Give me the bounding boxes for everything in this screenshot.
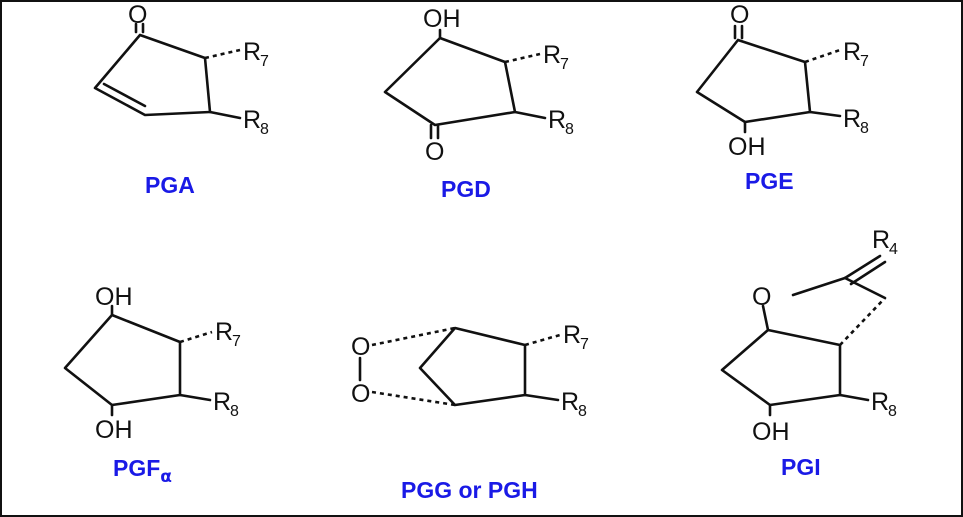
pga-r8-label: R <box>243 106 261 134</box>
pga-r7-label: R <box>243 38 261 66</box>
pge-r7-sub: 7 <box>860 53 869 70</box>
pge-r8-label: R <box>843 105 861 133</box>
pgi-o-bond <box>761 304 770 332</box>
pgi-r8-bond <box>838 393 870 402</box>
structure-pgf-alpha: OH OH R 7 R 8 PGFα <box>63 283 241 487</box>
pgf-oh-bottom-label: OH <box>95 416 133 444</box>
pgg-r7-label: R <box>563 321 581 349</box>
structure-pge: O OH R 7 R 8 PGE <box>695 1 869 194</box>
pgd-r7-label: R <box>543 41 561 69</box>
pge-carbonyl-o: O <box>730 1 749 29</box>
pgi-r4-sub: 4 <box>889 241 898 258</box>
pge-r8-sub: 8 <box>860 120 869 137</box>
pgd-r8-bond <box>513 110 547 120</box>
pga-double-bond <box>102 82 147 108</box>
pgf-r7-sub: 7 <box>232 333 241 350</box>
pgi-r8-sub: 8 <box>888 403 897 420</box>
pgi-o-label: O <box>752 283 771 311</box>
pge-oh-label: OH <box>728 133 766 161</box>
pgd-r7-sub: 7 <box>560 56 569 73</box>
pgi-name: PGI <box>781 454 821 480</box>
pgf-r8-label: R <box>213 388 231 416</box>
pga-carbonyl-o: O <box>128 1 147 29</box>
pgf-name: PGFα <box>113 455 172 487</box>
pgg-r7-bond <box>524 333 561 347</box>
pgg-o-bottom-label: O <box>351 380 370 408</box>
pgg-r7-sub: 7 <box>580 336 589 353</box>
pga-r7-bond <box>204 48 241 60</box>
pgd-carbonyl-o: O <box>425 138 444 166</box>
pge-r7-bond <box>804 48 841 64</box>
pgi-o-c-bond <box>791 276 847 297</box>
pge-r8-bond <box>808 110 842 118</box>
structure-pgi: R 4 O OH R 8 PGI <box>720 226 898 480</box>
pgg-r8-sub: 8 <box>578 403 587 420</box>
pga-r8-sub: 8 <box>260 121 269 138</box>
pgd-r8-sub: 8 <box>565 121 574 138</box>
pgg-r8-bond <box>523 393 560 402</box>
pge-ring <box>695 38 812 124</box>
pgg-o-top-dash <box>371 326 456 347</box>
pgi-ring-dash <box>839 297 886 346</box>
pgd-name: PGD <box>441 176 491 202</box>
pgf-name-sub: α <box>160 467 172 487</box>
pgi-r4-label: R <box>872 226 890 254</box>
pgd-r8-label: R <box>548 106 566 134</box>
pgf-r8-sub: 8 <box>230 403 239 420</box>
structure-pgg-pgh: O O R 7 R 8 PGG or PGH <box>351 321 589 503</box>
pga-r8-bond <box>208 110 242 120</box>
pgg-r8-label: R <box>561 388 579 416</box>
pgg-ring <box>418 326 527 407</box>
pgg-o-bottom-dash <box>371 390 456 407</box>
pgf-oh-top-label: OH <box>95 283 133 311</box>
pga-name: PGA <box>145 172 195 198</box>
pgd-r7-bond <box>504 52 541 64</box>
pgf-r8-bond <box>178 393 212 402</box>
pgi-cyclopentane <box>720 328 842 407</box>
pgd-ring <box>383 36 517 127</box>
pgi-ch2-bond <box>843 276 887 300</box>
structure-pgd: OH O R 7 R 8 PGD <box>383 5 574 202</box>
pgi-r8-label: R <box>871 388 889 416</box>
pga-ring <box>93 33 212 117</box>
pgd-oh-label: OH <box>423 5 461 33</box>
pgg-name: PGG or PGH <box>401 477 538 503</box>
pgi-exocyclic-double-2 <box>849 260 887 286</box>
pgg-o-top-label: O <box>351 333 370 361</box>
pgi-oh-label: OH <box>752 418 790 446</box>
pge-r7-label: R <box>843 38 861 66</box>
pgi-exocyclic-double <box>843 254 882 280</box>
pga-r7-sub: 7 <box>260 53 269 70</box>
structure-pga: O R 7 R 8 PGA <box>93 1 269 198</box>
pge-name: PGE <box>745 168 794 194</box>
pgf-ring <box>63 313 182 407</box>
pgf-r7-bond <box>179 330 213 344</box>
pgf-name-main: PGF <box>113 455 160 481</box>
pgf-r7-label: R <box>215 318 233 346</box>
